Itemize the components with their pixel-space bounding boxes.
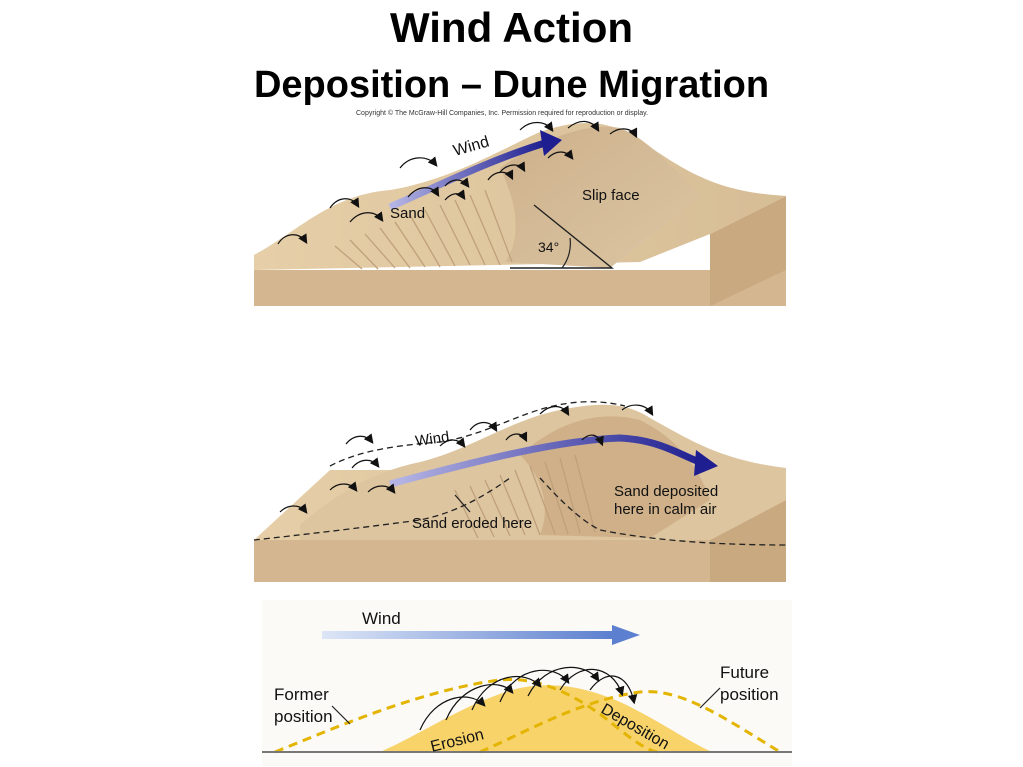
sand-label: Sand: [390, 205, 425, 222]
wind-arrow-3: [322, 631, 614, 639]
eroded-profile-dashed: [253, 477, 511, 541]
panel-1-dune-block: 34° Wind Sand Slip face: [254, 120, 786, 306]
slide-subtitle: Deposition – Dune Migration: [253, 64, 770, 106]
block-front-face: [254, 270, 786, 306]
wind-label-1: Wind: [451, 133, 491, 159]
future-label-line1: Future: [720, 663, 769, 682]
saltation-arcs-1: [277, 120, 638, 245]
slip-angle-triangle: [510, 204, 614, 269]
dune-strata-lines: [454, 454, 596, 539]
wind-arrowhead-3: [612, 625, 640, 645]
wind-arrowhead-1: [540, 130, 562, 156]
former-label-line1: Former: [274, 685, 329, 704]
deposited-label-line2: here in calm air: [614, 501, 717, 518]
wind-arrow-1: [388, 139, 547, 211]
dune-strata-lines: [334, 189, 513, 270]
slip-angle-arc: [561, 237, 571, 269]
future-label-line2: position: [720, 685, 779, 704]
deposited-label-line1: Sand deposited: [614, 483, 718, 500]
former-position-outline: [274, 677, 661, 754]
panel-2-dune-block: Wind Sand eroded here Sand deposited her…: [253, 401, 787, 582]
slip-face-label: Slip face: [582, 187, 640, 204]
former-leader-line: [331, 705, 351, 725]
saltation-arcs-3: [419, 666, 638, 731]
wind-arrowhead-2: [694, 450, 718, 476]
block-side-face: [710, 196, 786, 306]
panel-3-cross-section: Wind Former position Future position Ero…: [262, 600, 792, 766]
slide-title: Wind Action: [389, 4, 634, 51]
future-leader-line: [699, 687, 721, 709]
eroded-label: Sand eroded here: [412, 515, 532, 532]
wind-label-3: Wind: [362, 609, 401, 628]
angle-label: 34°: [538, 239, 559, 255]
slip-face-surface: [500, 126, 700, 268]
former-label-line2: position: [274, 707, 333, 726]
saltation-arcs-2: [279, 404, 654, 514]
copyright-notice: Copyright © The McGraw-Hill Companies, I…: [356, 110, 649, 117]
block-side-face: [710, 500, 786, 582]
eroded-leader-line: [454, 494, 471, 513]
future-position-outline: [479, 690, 781, 754]
wind-label-2: Wind: [414, 428, 450, 450]
block-front-face: [254, 540, 786, 582]
deposited-profile-dashed: [539, 477, 787, 546]
